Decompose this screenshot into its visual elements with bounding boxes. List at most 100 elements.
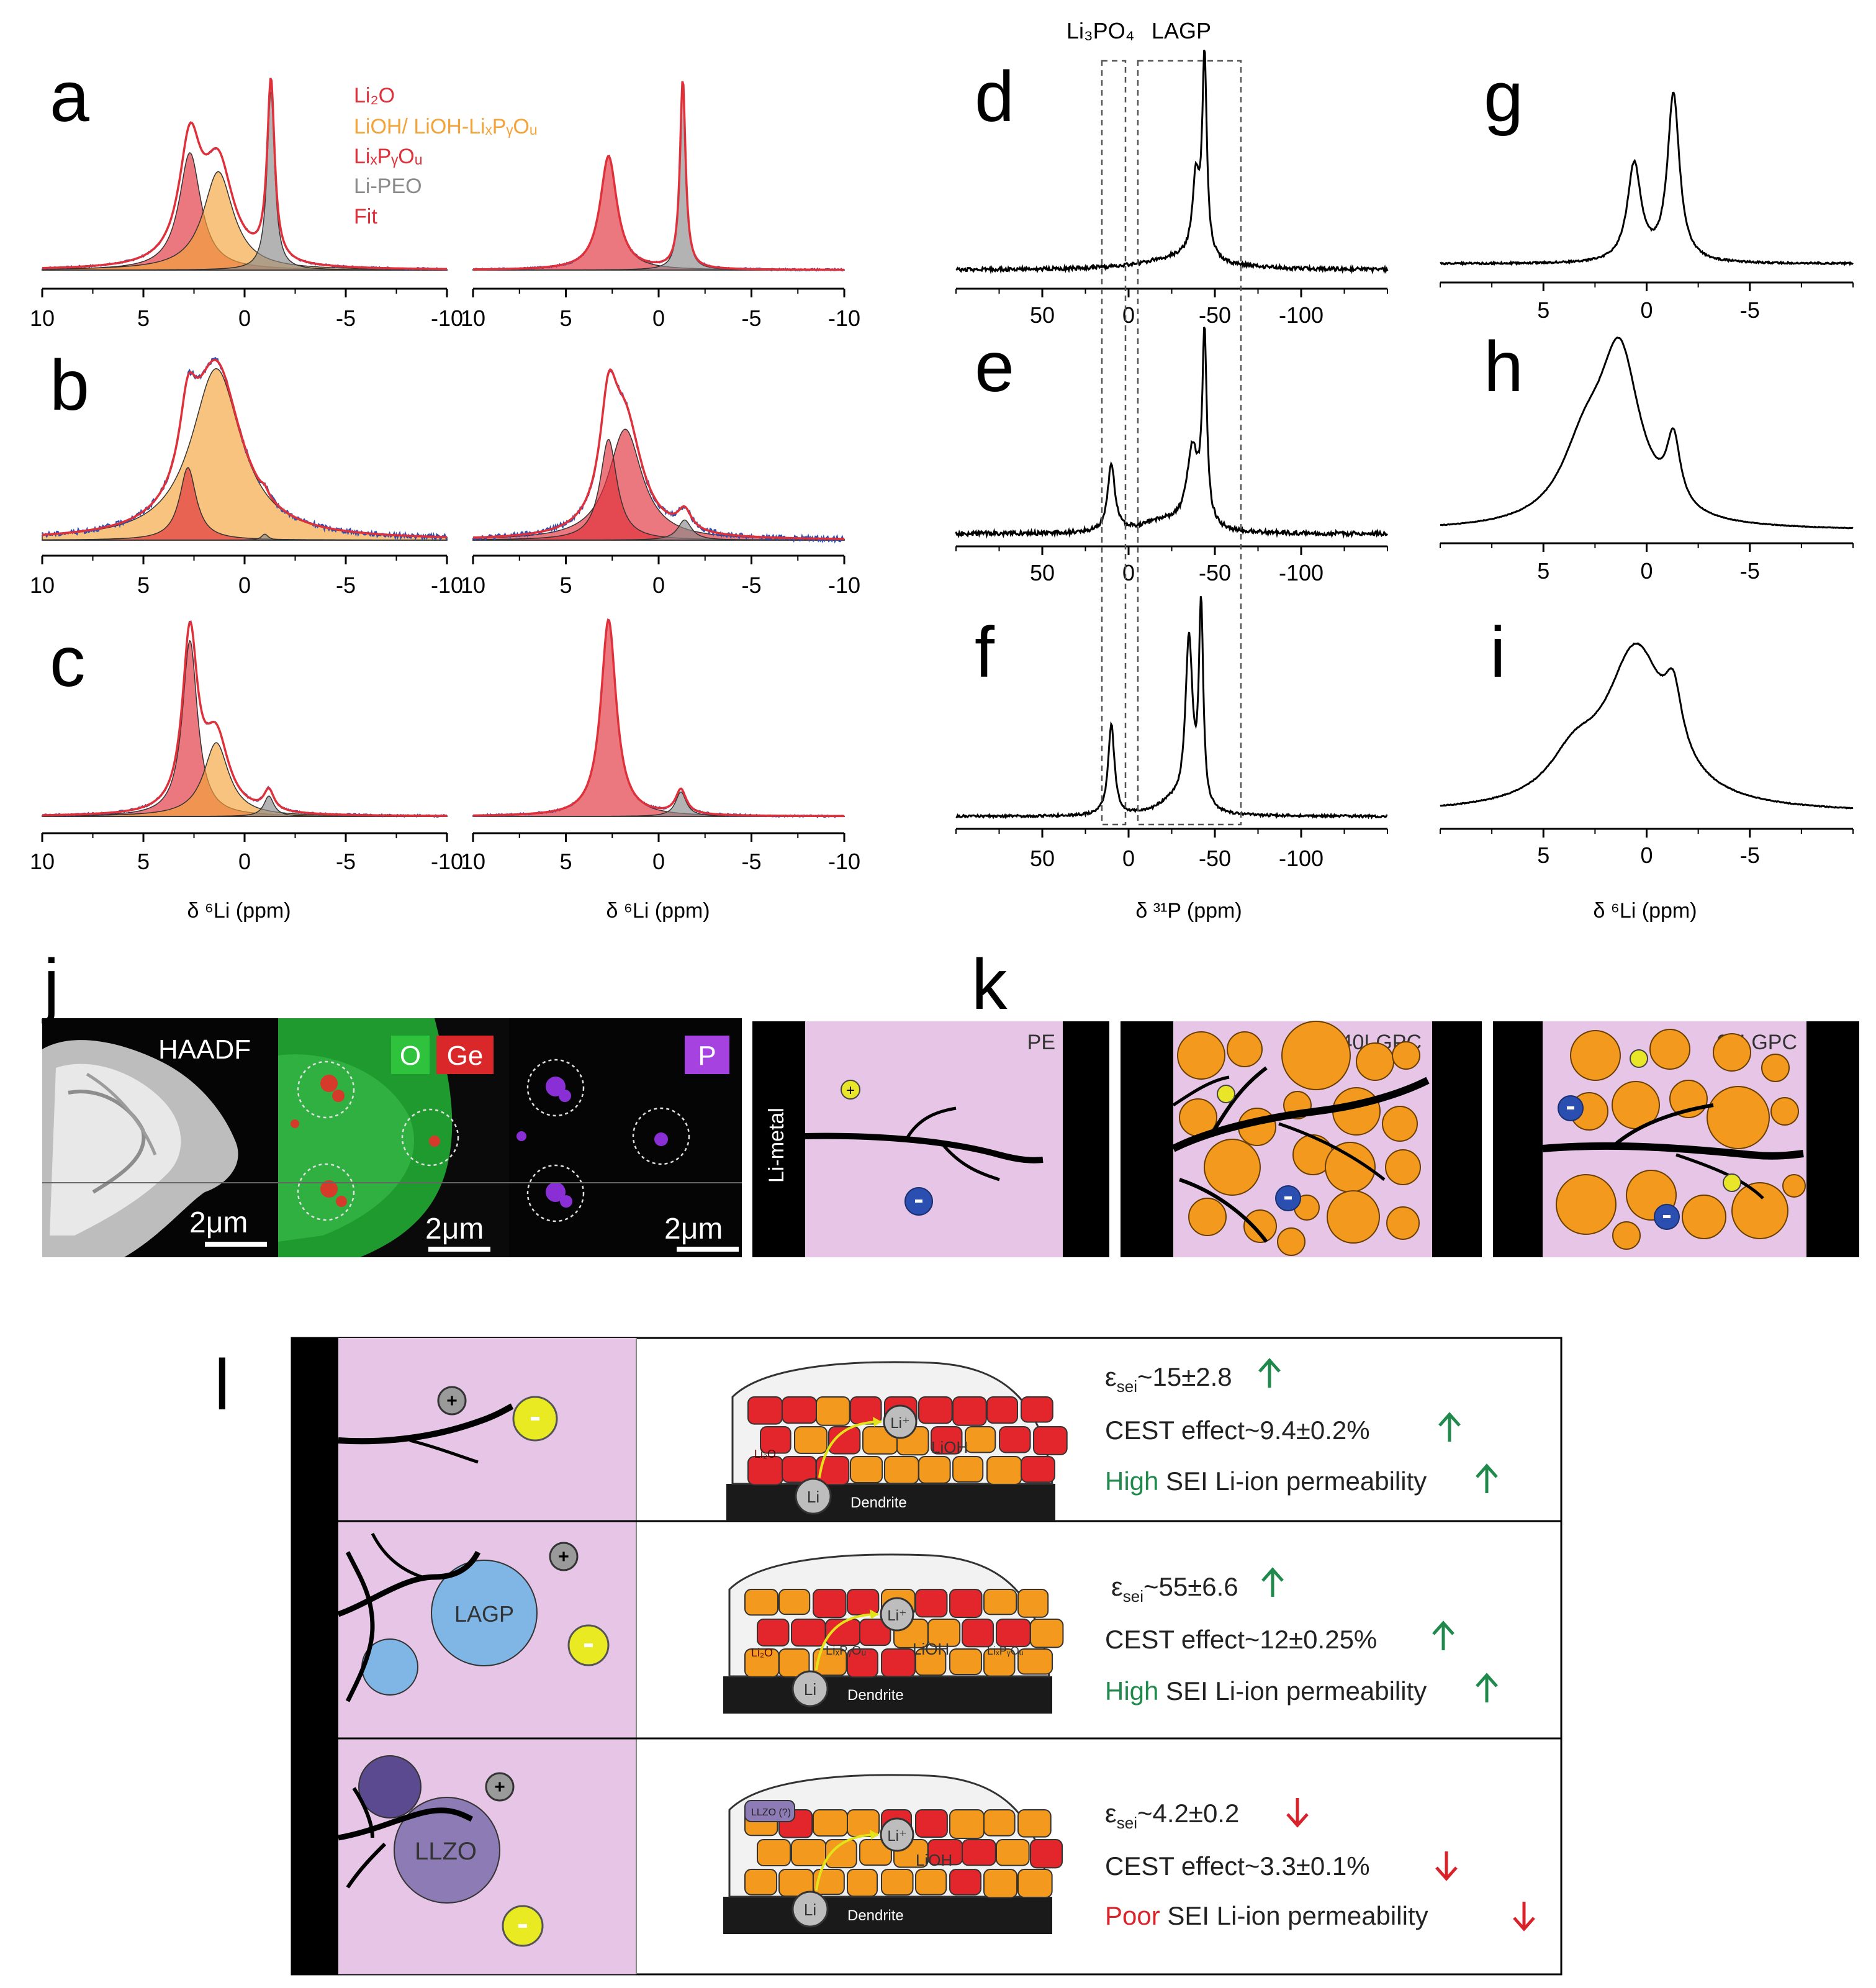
ion-arrowhead [870, 1830, 878, 1840]
l-row2-left: LAGP + [337, 1532, 610, 1702]
dashed-boxes [1101, 60, 1242, 826]
eps-sym-2: ε [1111, 1572, 1123, 1601]
panel-letter-a: a [50, 57, 89, 137]
sei-grain [986, 1396, 1019, 1424]
panel-letter-e: e [975, 327, 1014, 407]
sei-grain [1033, 1426, 1068, 1455]
legend-li2o: Li₂O [354, 84, 395, 107]
x-tick-label-c-right: -5 [741, 849, 761, 874]
l-row1-text: εsei~15±2.8 CEST effect~9.4±0.2% High SE… [1105, 1362, 1427, 1496]
label-ge: Ge [447, 1041, 484, 1071]
x-tick-label-a-right: 0 [652, 305, 665, 331]
series-area [472, 519, 845, 541]
sei-grain [965, 1426, 996, 1453]
fit-line [42, 620, 447, 817]
llzo-grain [744, 1800, 795, 1822]
sei-grain [1017, 1809, 1052, 1838]
sei-grain [791, 1619, 826, 1647]
experimental-line [42, 620, 448, 818]
sei-grain [778, 1589, 811, 1615]
sei-grain [884, 1456, 919, 1484]
x-tick-label-b-right: -10 [828, 572, 860, 598]
sei-grain [962, 1619, 994, 1648]
eps-sub-1: sei [1117, 1377, 1137, 1396]
sei-grain [744, 1589, 778, 1616]
dendrite-base [723, 1897, 1052, 1934]
svg-text:εsei~15±2.8: εsei~15±2.8 [1105, 1362, 1232, 1396]
label-lagp: LAGP [1152, 18, 1211, 43]
li-atom [791, 1670, 829, 1707]
sei-grain [952, 1396, 987, 1426]
label-li3po4: Li₃PO₄ [1067, 18, 1134, 43]
sei-grain [927, 1619, 961, 1647]
x-tick-label-a-left: -5 [336, 305, 356, 331]
sei-grain [949, 1809, 985, 1839]
li-plus-label: Li⁺ [890, 1415, 909, 1432]
x-tick-label-e: -50 [1199, 560, 1231, 585]
svg-text:+: + [846, 1082, 855, 1099]
fit-line [42, 78, 447, 271]
sei-grain [847, 1648, 878, 1678]
box-lagp [1137, 60, 1242, 826]
sei-grain [915, 1648, 947, 1676]
series-area [42, 533, 447, 541]
x-tick-label-g: 0 [1640, 297, 1653, 323]
haadf-image [42, 1040, 238, 1257]
sei-grain [747, 1456, 783, 1486]
fit-line [42, 359, 447, 538]
sei-grain [1021, 1456, 1055, 1483]
sei-grain [983, 1648, 1016, 1677]
sei-grain [813, 1648, 847, 1676]
sei-grain [999, 1426, 1031, 1453]
up-arrow-icon [1476, 1673, 1498, 1702]
sei-grain [881, 1648, 916, 1678]
x-tick-label-a-right: 5 [559, 305, 572, 331]
x-tick-label-c-left: -5 [336, 849, 356, 874]
sei-grain [1021, 1396, 1053, 1423]
x-tick-label-h: 5 [1537, 558, 1549, 584]
down-arrow-icon [1435, 1851, 1458, 1881]
legend-fit: Fit [354, 205, 377, 228]
scale-bar-1 [205, 1242, 267, 1247]
panel-letter-d: d [975, 57, 1014, 137]
eps-val-3: ~4.2±0.2 [1137, 1799, 1239, 1828]
k-60lgpc: 60LGPC [1493, 1021, 1859, 1257]
sei-grain [813, 1809, 849, 1837]
sei-grain [847, 1869, 878, 1897]
series-area [42, 639, 448, 817]
panel-letter-f: f [975, 613, 995, 692]
svg-text:+: + [558, 1547, 569, 1567]
x-tick-label-c-right: 0 [652, 849, 665, 874]
eps-sub-2: sei [1123, 1587, 1143, 1606]
ge-spots [291, 1075, 440, 1207]
x-tick-label-a-right: -5 [741, 305, 761, 331]
x-tick-label-g: 5 [1537, 297, 1549, 323]
spectrum-line-d [955, 50, 1389, 275]
x-tick-label-h: 0 [1640, 558, 1653, 584]
svg-text:εsei~4.2±0.2: εsei~4.2±0.2 [1105, 1799, 1239, 1832]
x-tick-label-b-left: -10 [431, 572, 463, 598]
label-pe: PE [1027, 1031, 1055, 1054]
sei-grain [1017, 1869, 1053, 1899]
perm-rest-1: SEI Li-ion permeability [1158, 1466, 1427, 1496]
sei-grain [859, 1619, 891, 1647]
label-llzo-particle: LLZO [415, 1838, 477, 1865]
sei-grain [983, 1589, 1017, 1615]
x-tick-label-f: 0 [1122, 846, 1135, 871]
x-tick-label-c-right: 10 [461, 849, 485, 874]
scale-label-3: 2μm [664, 1213, 723, 1245]
x-tick-label-a-left: 5 [137, 305, 150, 331]
li-label: Li [804, 1900, 816, 1919]
panel-letter-h: h [1484, 327, 1523, 407]
dendrite-label: Dendrite [847, 1907, 904, 1924]
panel-letter-i: i [1490, 613, 1506, 692]
l-row3-left: LLZO + [338, 1755, 544, 1947]
